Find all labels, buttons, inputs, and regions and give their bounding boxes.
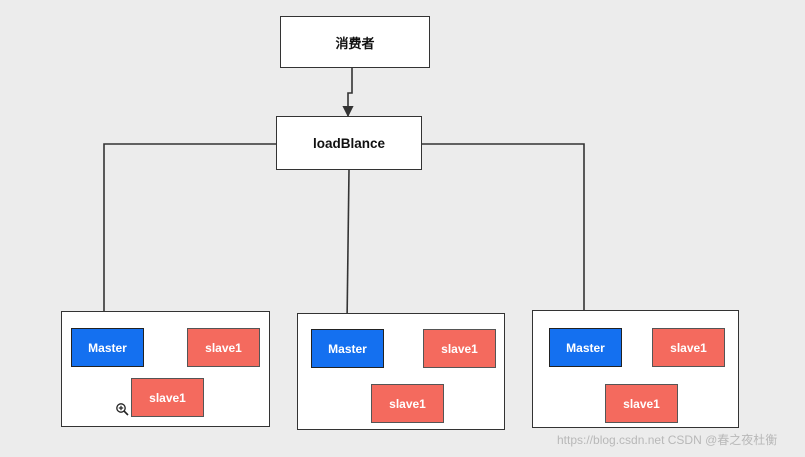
master-label: Master <box>566 340 605 355</box>
consumer-to-balancer-edge <box>342 68 354 118</box>
slave-label: slave1 <box>149 390 186 405</box>
slave-label: slave1 <box>670 340 707 355</box>
replica-group-1: Master slave1 slave1 <box>61 311 270 427</box>
slave-node-bottom: slave1 <box>371 384 444 423</box>
replica-group-2: Master slave1 slave1 <box>297 313 505 430</box>
master-label: Master <box>328 341 367 356</box>
load-balancer-label: loadBlance <box>312 135 386 151</box>
balancer-to-group2-edge <box>341 169 353 326</box>
slave-label: slave1 <box>623 396 660 411</box>
replica-group-3: Master slave1 slave1 <box>532 310 739 428</box>
balancer-to-group3-edge <box>422 143 590 324</box>
master-node: Master <box>549 328 622 367</box>
master-node: Master <box>311 329 384 368</box>
load-balancer-node: loadBlance <box>276 116 422 170</box>
slave-label: slave1 <box>441 341 478 356</box>
zoom-cursor-icon <box>116 403 129 416</box>
balancer-to-group1-edge <box>98 143 276 324</box>
slave-node-top: slave1 <box>652 328 725 367</box>
consumer-node: 消费者 <box>280 16 430 68</box>
slave-label: slave1 <box>389 396 426 411</box>
slave-node-top: slave1 <box>423 329 496 368</box>
slave-node-top: slave1 <box>187 328 260 367</box>
consumer-label: 消费者 <box>335 35 375 51</box>
master-node: Master <box>71 328 144 367</box>
watermark-text: https://blog.csdn.net CSDN @春之夜杜衡 <box>557 433 778 447</box>
slave-node-bottom: slave1 <box>605 384 678 423</box>
master-label: Master <box>88 340 127 355</box>
slave-node-bottom: slave1 <box>131 378 204 417</box>
slave-label: slave1 <box>205 340 242 355</box>
